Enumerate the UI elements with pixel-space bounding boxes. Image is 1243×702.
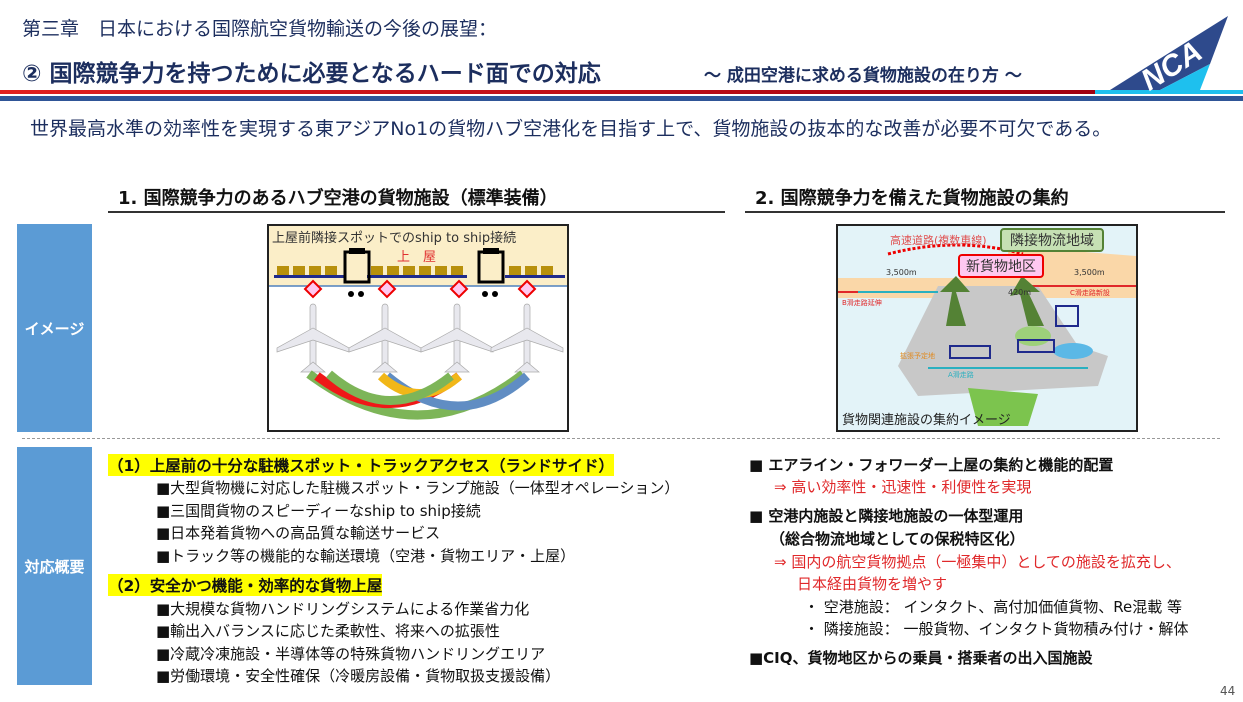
adjacent-logistics-area-label: 隣接物流地域 [1000, 228, 1104, 252]
expansion-label: 拡張予定地 [900, 352, 935, 360]
right-section-heading: 2. 国際競争力を備えた貨物施設の集約 [755, 188, 1069, 209]
list-item: ■三国間貨物のスピーディーなship to ship接続 [156, 502, 481, 520]
page-title: ② 国際競争力を持つために必要となるハード面での対応 [22, 61, 601, 87]
distance-left: 3,500m [886, 268, 917, 277]
divider [745, 211, 1225, 213]
bullet-1: ■ エアライン・フォワーダー上屋の集約と機能的配置 [749, 456, 1114, 474]
bullet-1-result: ⇒ 高い効率性・迅速性・利便性を実現 [774, 478, 1032, 496]
new-cargo-area-label: 新貨物地区 [958, 254, 1044, 278]
dashed-divider [22, 438, 1220, 439]
bullet-2-result: ⇒ 国内の航空貨物拠点（一極集中）としての施設を拡充し、 [774, 553, 1181, 571]
header-rule-blue [0, 96, 1243, 101]
building-label: 上 屋 [397, 250, 437, 265]
nca-logo: NCA [1110, 16, 1228, 92]
figure-caption: 貨物関連施設の集約イメージ [842, 413, 1011, 428]
chapter-title: 第三章 日本における国際航空貨物輸送の今後の展望： [22, 18, 498, 40]
bullet-2-detail: ・ 隣接施設： 一般貨物、インタクト貨物積み付け・解体 [804, 620, 1189, 638]
list-item: ■大型貨物機に対応した駐機スポット・ランプ施設（一体型オペレーション） [156, 479, 680, 497]
row-label-image: イメージ [17, 224, 92, 432]
list-item: ■トラック等の機能的な輸送環境（空港・貨物エリア・上屋） [156, 547, 576, 565]
bullet-3: ■CIQ、貨物地区からの乗員・搭乗者の出入国施設 [749, 649, 1093, 667]
cargo-consolidation-map: 高速道路(複数車線) 隣接物流地域 新貨物地区 3,500m 3,500m 42… [836, 224, 1138, 432]
left-section-heading: 1. 国際競争力のあるハブ空港の貨物施設（標準装備） [118, 188, 558, 209]
runway-b-label: B滑走路延伸 [842, 299, 882, 307]
bullet-2-sub: （総合物流地域としての保税特区化） [770, 530, 1025, 548]
list-item: ■輸出入バランスに応じた柔軟性、将来への拡張性 [156, 622, 500, 640]
measure-heading-1: （1）上屋前の十分な駐機スポット・トラックアクセス（ランドサイド） [108, 454, 615, 476]
divider [108, 211, 725, 213]
list-item: ■大規模な貨物ハンドリングシステムによる作業省力化 [156, 600, 530, 618]
distance-mid: 420m [1008, 288, 1032, 297]
header-rule-red [0, 90, 1095, 94]
runway-c-label: C滑走路新設 [1070, 289, 1110, 297]
row-label-measures: 対応概要 [17, 447, 92, 685]
runway-a-label: A滑走路 [948, 371, 974, 379]
list-item: ■労働環境・安全性確保（冷暖房設備・貨物取扱支援設備） [156, 667, 561, 685]
page-subtitle: ～ 成田空港に求める貨物施設の在り方 ～ [704, 66, 1022, 86]
bullet-2: ■ 空港内施設と隣接地施設の一体型運用 [749, 507, 1024, 525]
bullet-2-detail: ・ 空港施設： インタクト、高付加価値貨物、Re混載 等 [804, 598, 1182, 616]
distance-right: 3,500m [1074, 268, 1105, 277]
intro-statement: 世界最高水準の効率性を実現する東アジアNo1の貨物ハブ空港化を目指す上で、貨物施… [30, 118, 1112, 140]
list-item: ■日本発着貨物への高品質な輸送サービス [156, 524, 441, 542]
header-rule-cyan [1095, 90, 1243, 94]
ship-to-ship-figure: 上屋前隣接スポットでのship to ship接続 上 屋 [267, 224, 569, 432]
list-item: ■冷蔵冷凍施設・半導体等の特殊貨物ハンドリングエリア [156, 645, 546, 663]
page-number: 44 [1220, 684, 1236, 698]
figure-caption: 上屋前隣接スポットでのship to ship接続 [272, 231, 517, 246]
highway-label: 高速道路(複数車線) [890, 234, 987, 247]
measure-heading-2: （2）安全かつ機能・効率的な貨物上屋 [108, 574, 383, 596]
bullet-2-result-cont: 日本経由貨物を増やす [797, 575, 948, 593]
